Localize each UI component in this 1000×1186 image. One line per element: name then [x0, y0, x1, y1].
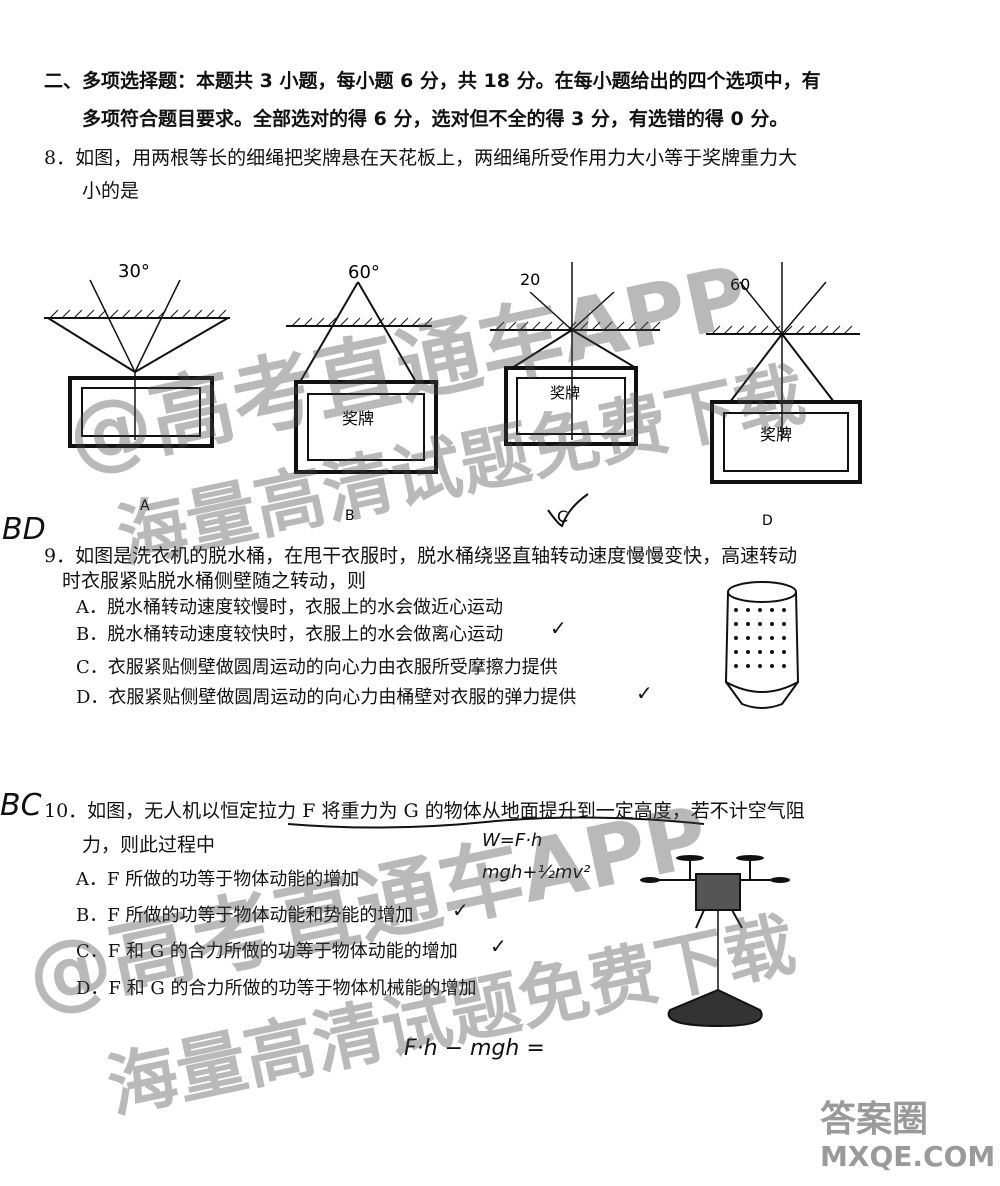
formula-work: W=F·h [482, 830, 543, 851]
section-title-line1: 二、多项选择题：本题共 3 小题，每小题 6 分，共 18 分。在每小题给出的四… [44, 70, 821, 92]
question-10-stem-line2: 力，则此过程中 [82, 834, 216, 856]
question-9-option-c: C．衣服紧贴侧壁做圆周运动的向心力由衣服所受摩擦力提供 [76, 657, 558, 678]
q9-handwritten-answer: BD [2, 512, 46, 547]
question-10-option-a: A．F 所做的功等于物体动能的增加 [76, 869, 360, 890]
question-8-stem-line2: 小的是 [82, 180, 140, 202]
figure-a-label: A [140, 498, 150, 514]
figure-c-label: C [557, 507, 568, 526]
question-8-figures: 30° A 60° 奖牌 B 20 奖牌 C [44, 261, 862, 529]
figure-a-angle: 30° [118, 261, 150, 282]
figure-b-label: B [345, 508, 355, 524]
formula-net-work: F·h − mgh = [404, 1036, 545, 1061]
q10-c-check: ✓ [490, 934, 507, 958]
question-10-option-b: B．F 所做的功等于物体动能和势能的增加 [76, 905, 414, 926]
figure-d-plate: 奖牌 [760, 425, 792, 444]
question-9-stem-line1: 9．如图是洗衣机的脱水桶，在甩干衣服时，脱水桶绕竖直轴转动速度慢慢变快，高速转动 [44, 545, 798, 567]
figure-c-plate: 奖牌 [550, 384, 580, 402]
q10-handwritten-answer: BC [0, 788, 42, 823]
dehydration-drum-figure [724, 581, 800, 709]
question-9-stem-line2: 时衣服紧贴脱水桶侧壁随之转动，则 [62, 570, 367, 592]
q10-underline [287, 816, 705, 829]
figure-d-angle: 60 [730, 275, 750, 294]
figure-d: 60 奖牌 D [706, 262, 862, 529]
drone-figure [640, 855, 790, 1028]
question-9-option-a: A．脱水桶转动速度较慢时，衣服上的水会做近心运动 [76, 597, 503, 618]
figure-c: 20 奖牌 C [490, 262, 661, 528]
figure-b-angle: 60° [348, 262, 380, 283]
figure-d-label: D [762, 513, 773, 529]
figure-b: 60° 奖牌 B [286, 262, 438, 524]
figure-b-plate: 奖牌 [342, 409, 374, 428]
corner-logo-url: MXQE.COM [820, 1140, 996, 1173]
question-10-option-d: D．F 和 G 的合力所做的功等于物体机械能的增加 [76, 978, 477, 999]
question-8-stem-line1: 8．如图，用两根等长的细绳把奖牌悬在天花板上，两细绳所受作用力大小等于奖牌重力大 [44, 147, 798, 169]
question-10-option-c: C．F 和 G 的合力所做的功等于物体动能的增加 [76, 941, 458, 962]
q9-b-check: ✓ [550, 616, 567, 640]
section-title-line2: 多项符合题目要求。全部选对的得 6 分，选对但不全的得 3 分，有选错的得 0 … [82, 108, 789, 130]
figure-a: 30° A [44, 261, 230, 514]
corner-logo-text: 答案圈 [820, 1099, 929, 1140]
formula-energy: mgh+½mv² [482, 862, 591, 883]
question-10-stem-line1: 10．如图，无人机以恒定拉力 F 将重力为 G 的物体从地面提升到一定高度，若不… [44, 800, 805, 822]
question-9-option-d: D．衣服紧贴侧壁做圆周运动的向心力由桶壁对衣服的弹力提供 [76, 687, 577, 708]
figure-c-angle: 20 [520, 270, 540, 289]
q10-b-check: ✓ [452, 898, 469, 922]
q9-d-check: ✓ [636, 681, 653, 705]
question-9-option-b: B．脱水桶转动速度较快时，衣服上的水会做离心运动 [76, 624, 504, 645]
